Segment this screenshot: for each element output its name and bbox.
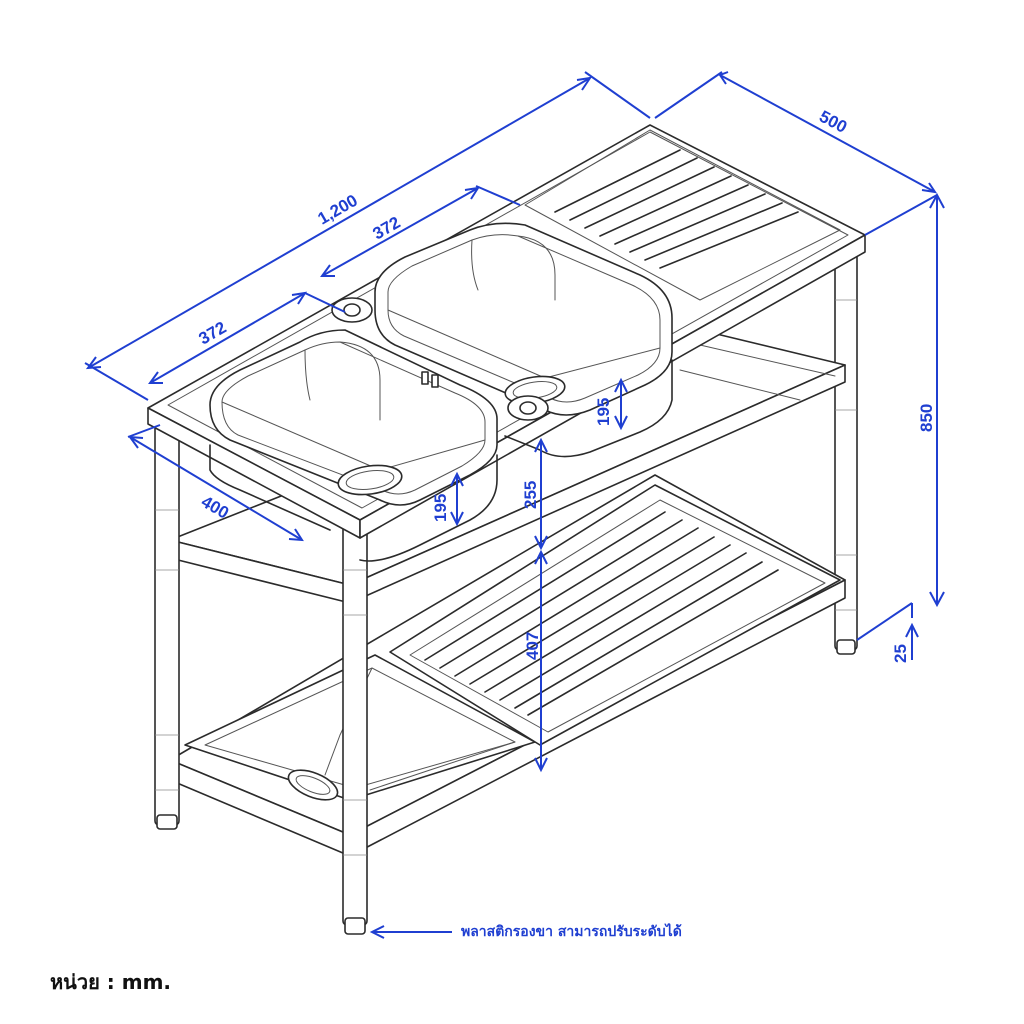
dim-foot: 25 xyxy=(891,644,910,663)
sink-top xyxy=(147,124,866,562)
dim-shelf-to-lower: 407 xyxy=(523,632,542,660)
sink-frame xyxy=(154,249,858,935)
leveling-foot-note: พลาสติกรองขา สามารถปรับระดับได้ xyxy=(461,924,682,940)
dim-bowl-left: 372 xyxy=(196,318,230,349)
dimension-lines: 1,200 500 850 25 372 372 xyxy=(84,71,945,939)
unit-label: หน่วย : mm. xyxy=(50,970,172,994)
dim-height: 850 xyxy=(917,404,936,432)
dim-top-to-shelf: 255 xyxy=(521,481,540,509)
dim-depth: 500 xyxy=(816,107,850,137)
top-drain-grooves xyxy=(554,149,799,269)
dim-bowl-right: 372 xyxy=(370,213,404,244)
dim-bowl-depth-right: 195 xyxy=(594,398,613,426)
dim-bowl-depth-left: 195 xyxy=(431,494,450,522)
